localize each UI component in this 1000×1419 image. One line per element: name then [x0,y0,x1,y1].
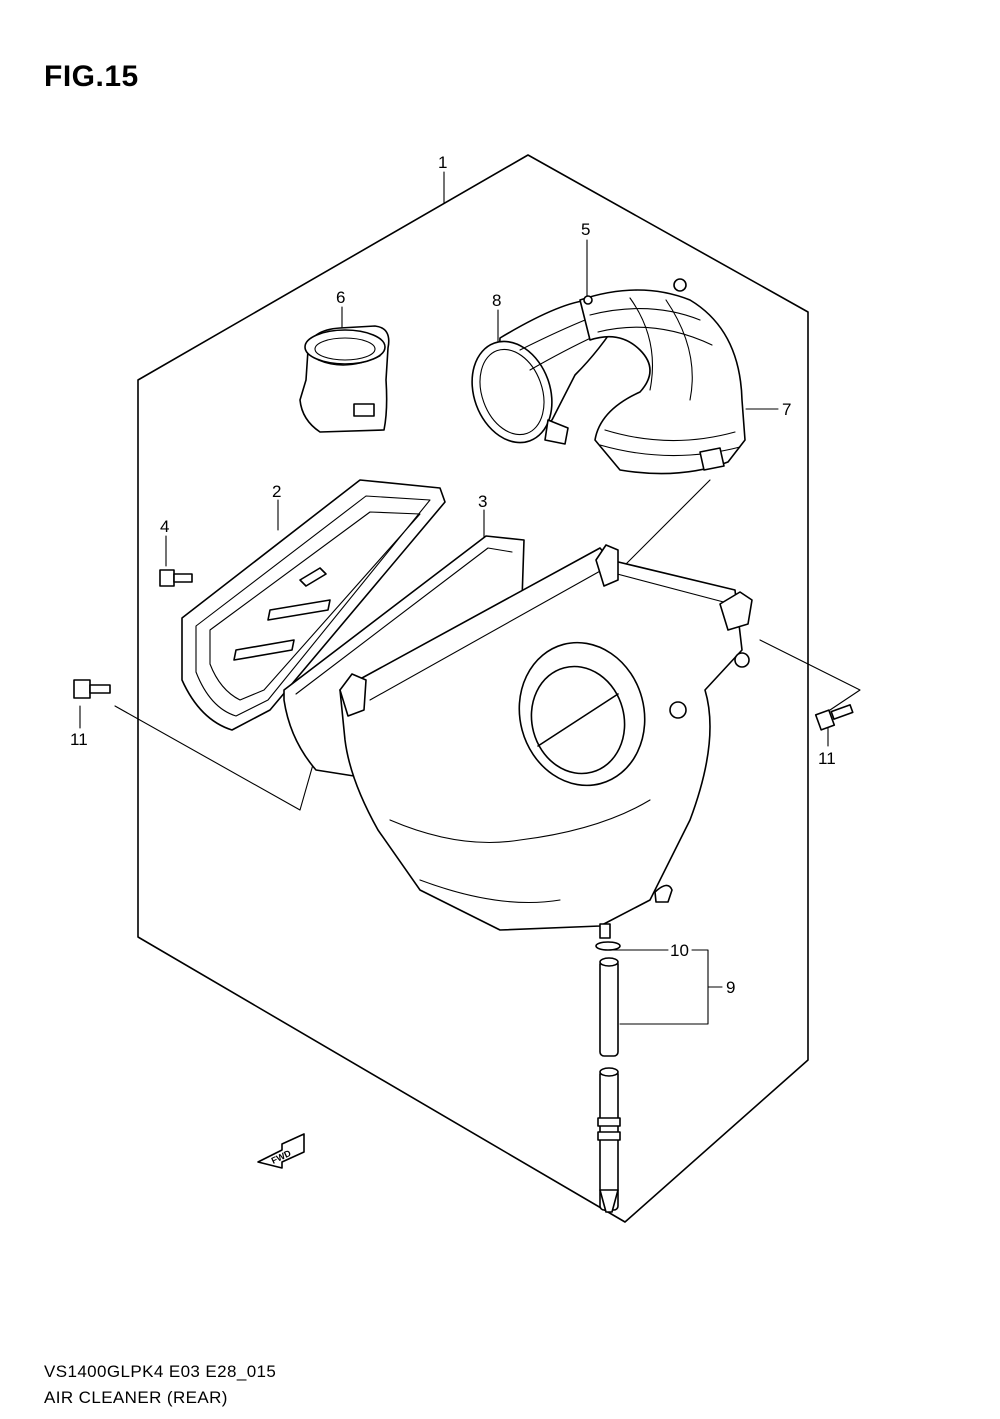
diagram-caption: AIR CLEANER (REAR) [44,1388,228,1407]
callout-4: 4 [160,517,169,536]
part-10-o-ring [595,941,621,951]
callout-3: 3 [478,492,487,511]
model-code: VS1400GLPK4 E03 E28_015 [44,1362,277,1381]
part-9-drain-plug [597,957,621,1213]
callout-leaders [79,171,829,1025]
callout-6: 6 [336,288,345,307]
callout-11-left: 11 [70,730,88,749]
assembly-boundary-outline [137,154,809,1223]
figure-title: FIG.15 [44,60,139,93]
callout-8: 8 [492,291,501,310]
part-6-intake-duct [299,325,390,433]
fwd-arrow-icon: FWD [257,1133,305,1169]
callout-7: 7 [782,400,791,419]
callout-10: 10 [670,941,689,960]
part-11-bolt-left [73,679,111,699]
callout-2: 2 [272,482,281,501]
callout-9: 9 [726,978,735,997]
part-7-intake-elbow [579,278,746,475]
callout-11-right: 11 [818,749,836,768]
callout-numbers: 1 5 6 8 7 2 3 4 11 11 10 9 [70,153,836,997]
part-2-cover [181,479,446,731]
callout-1: 1 [438,153,447,172]
part-11-bolt-right [814,704,854,731]
callout-5: 5 [581,220,590,239]
part-4-screw [159,569,193,587]
air-cleaner-case [339,544,753,939]
